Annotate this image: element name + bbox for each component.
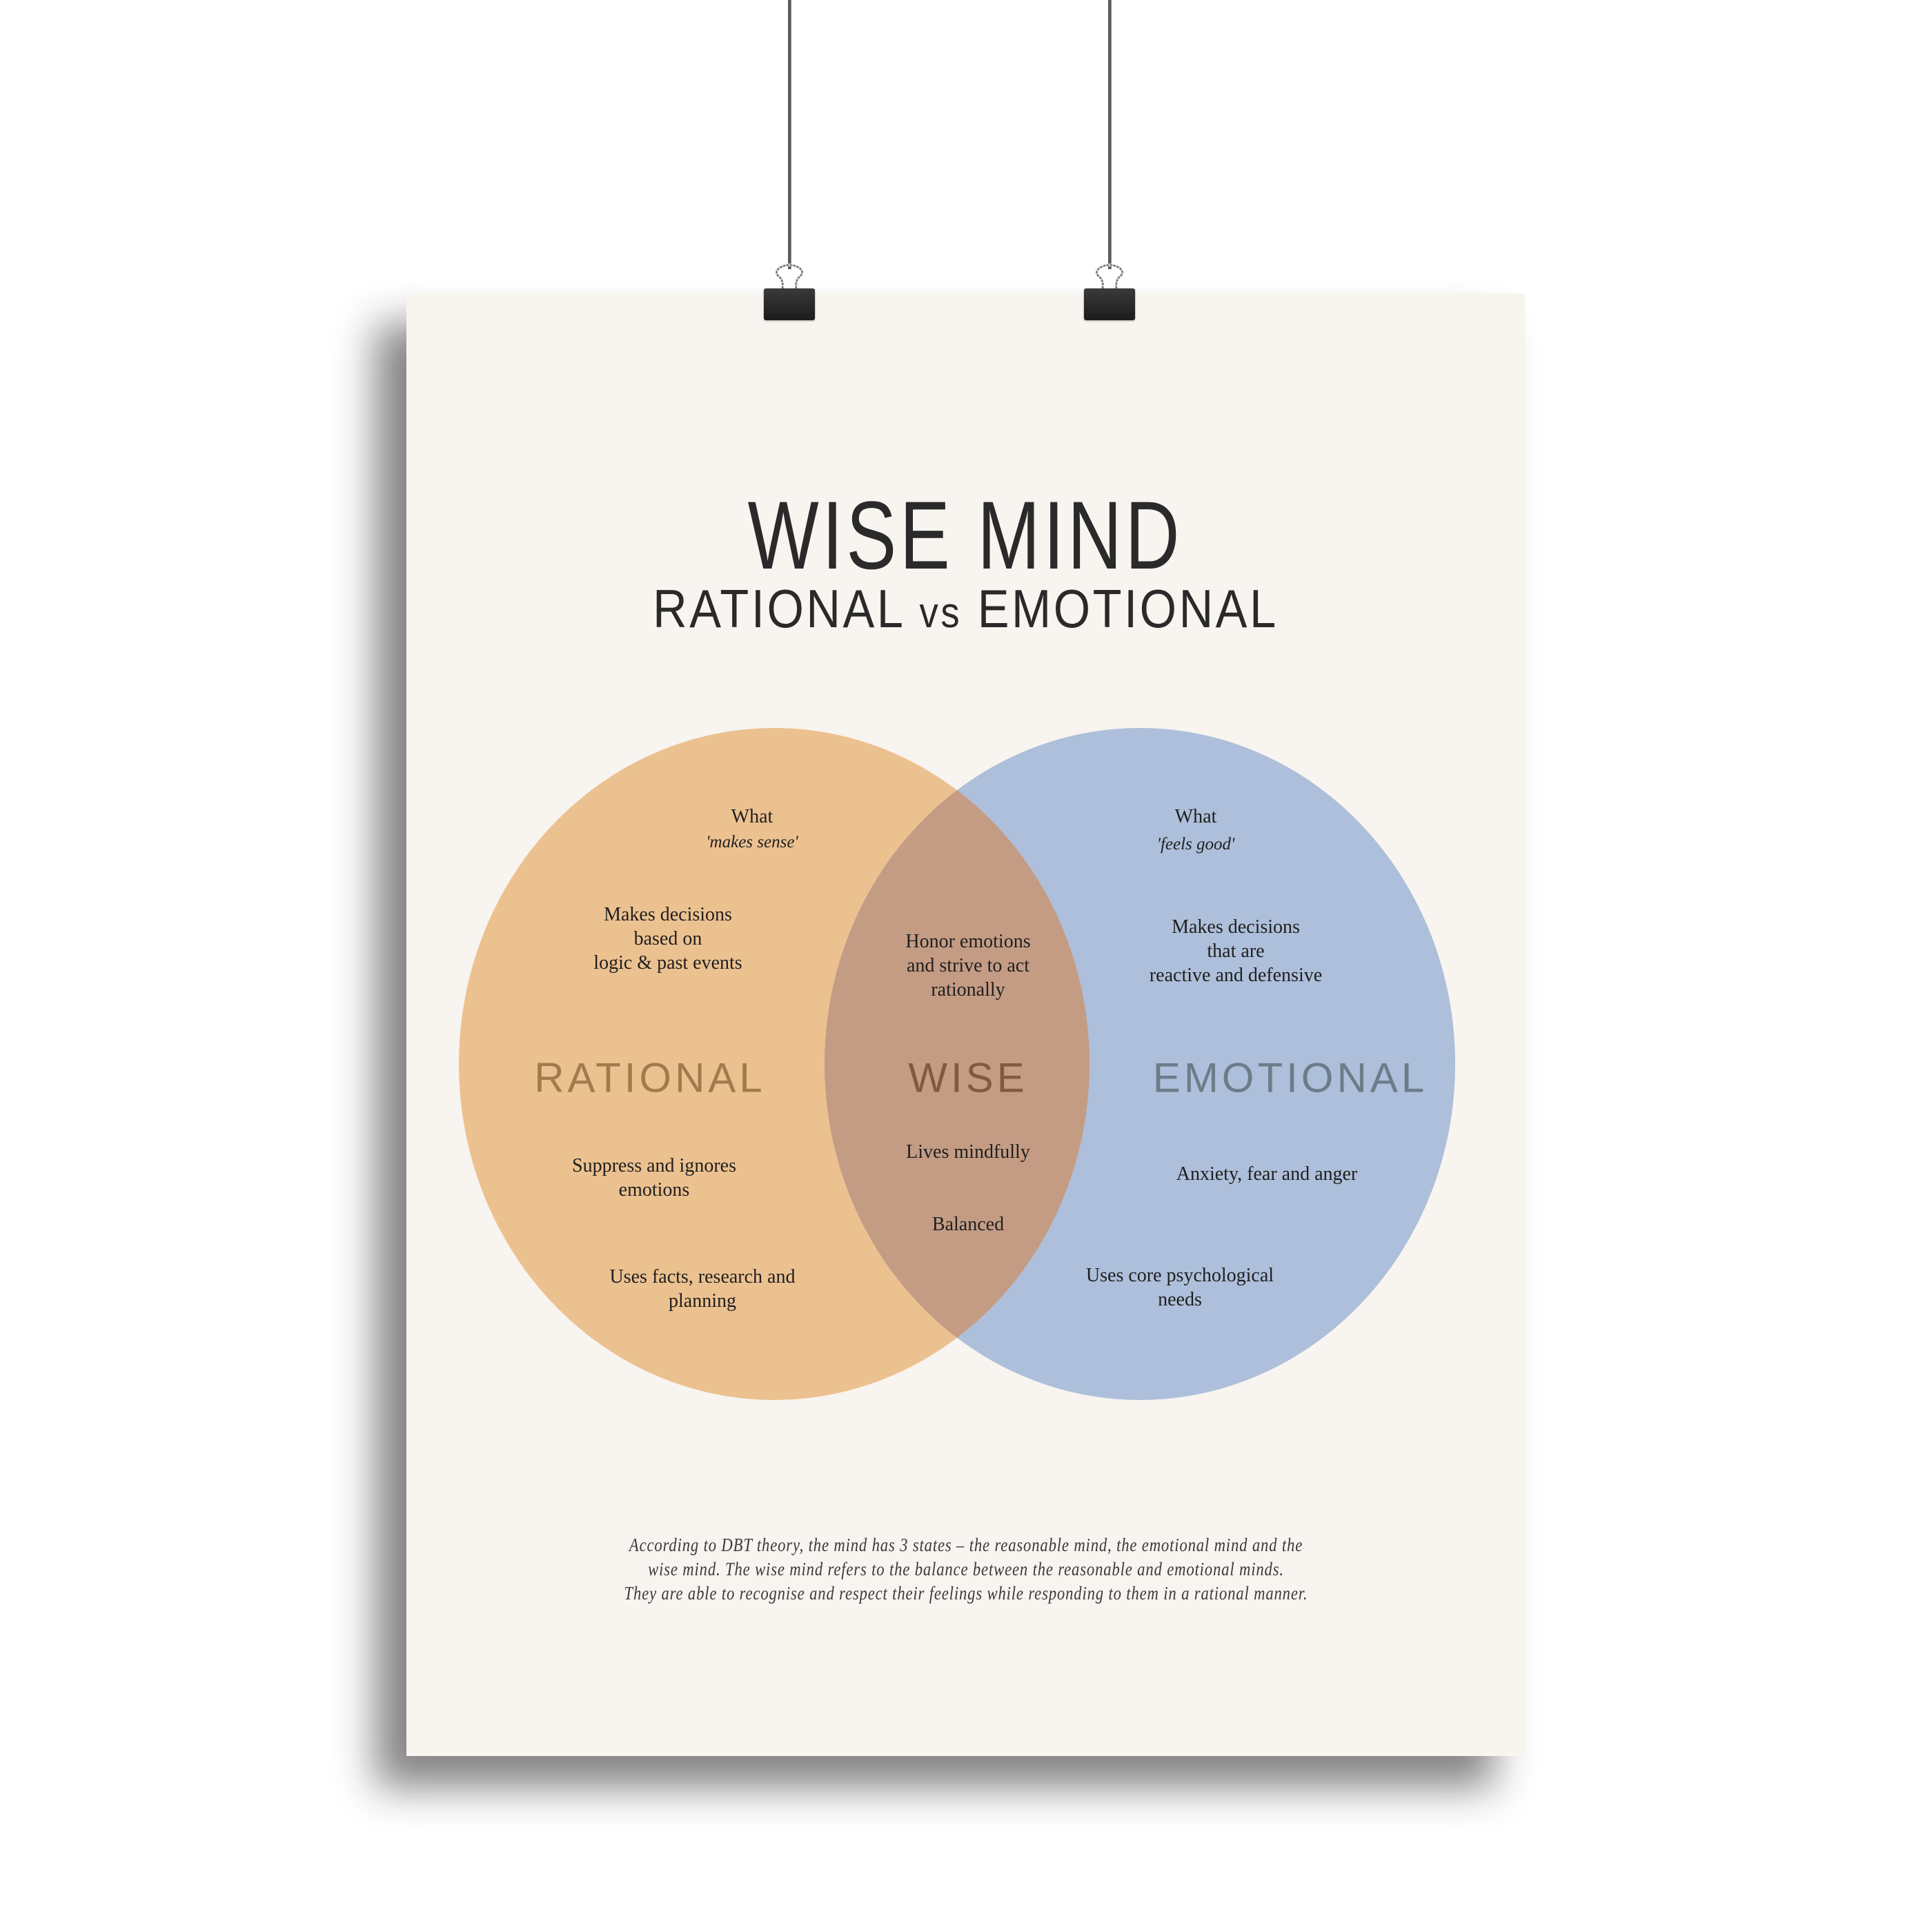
binder-clip-left-icon bbox=[764, 288, 815, 320]
subtitle-emotional: EMOTIONAL bbox=[977, 578, 1279, 639]
binder-clip-wire-left-icon bbox=[775, 264, 804, 317]
emotional-uses: Uses core psychological needs bbox=[1085, 1265, 1274, 1310]
hanging-string-right bbox=[1108, 0, 1111, 269]
emotional-label: EMOTIONAL bbox=[1152, 1054, 1428, 1101]
binder-clip-right-icon bbox=[1084, 288, 1135, 320]
poster-title: WISE MIND bbox=[747, 481, 1183, 589]
emotional-decisions: Makes decisions that are reactive and de… bbox=[1149, 916, 1323, 986]
emotional-feels-good: 'feels good' bbox=[1156, 835, 1235, 854]
rational-label: RATIONAL bbox=[534, 1054, 766, 1101]
rational-makes-sense: 'makes sense' bbox=[706, 833, 798, 851]
wise-overlap bbox=[825, 728, 1090, 1400]
wise-lives-mindfully: Lives mindfully bbox=[906, 1141, 1030, 1163]
hanging-string-left bbox=[788, 0, 791, 269]
rational-what: What 'makes sense' bbox=[706, 805, 798, 856]
subtitle-vs: vs bbox=[919, 589, 963, 637]
rational-decisions: Makes decisions based on logic & past ev… bbox=[593, 904, 742, 974]
emotional-anxiety: Anxiety, fear and anger bbox=[1176, 1163, 1358, 1185]
wise-label: WISE bbox=[908, 1054, 1028, 1101]
poster-subtitle: RATIONAL vs EMOTIONAL bbox=[115, 581, 1815, 641]
rational-uses: Uses facts, research and planning bbox=[609, 1266, 796, 1312]
rational-suppress: Suppress and ignores emotions bbox=[572, 1155, 736, 1201]
binder-clip-wire-right-icon bbox=[1095, 264, 1124, 317]
wise-honor: Honor emotions and strive to act rationa… bbox=[905, 931, 1031, 1000]
subtitle-rational: RATIONAL bbox=[653, 578, 904, 639]
wise-balanced: Balanced bbox=[931, 1214, 1005, 1235]
emotional-what: What 'feels good' bbox=[1157, 805, 1235, 860]
dbt-description: According to DBT theory, the mind has 3 … bbox=[624, 1535, 1308, 1604]
